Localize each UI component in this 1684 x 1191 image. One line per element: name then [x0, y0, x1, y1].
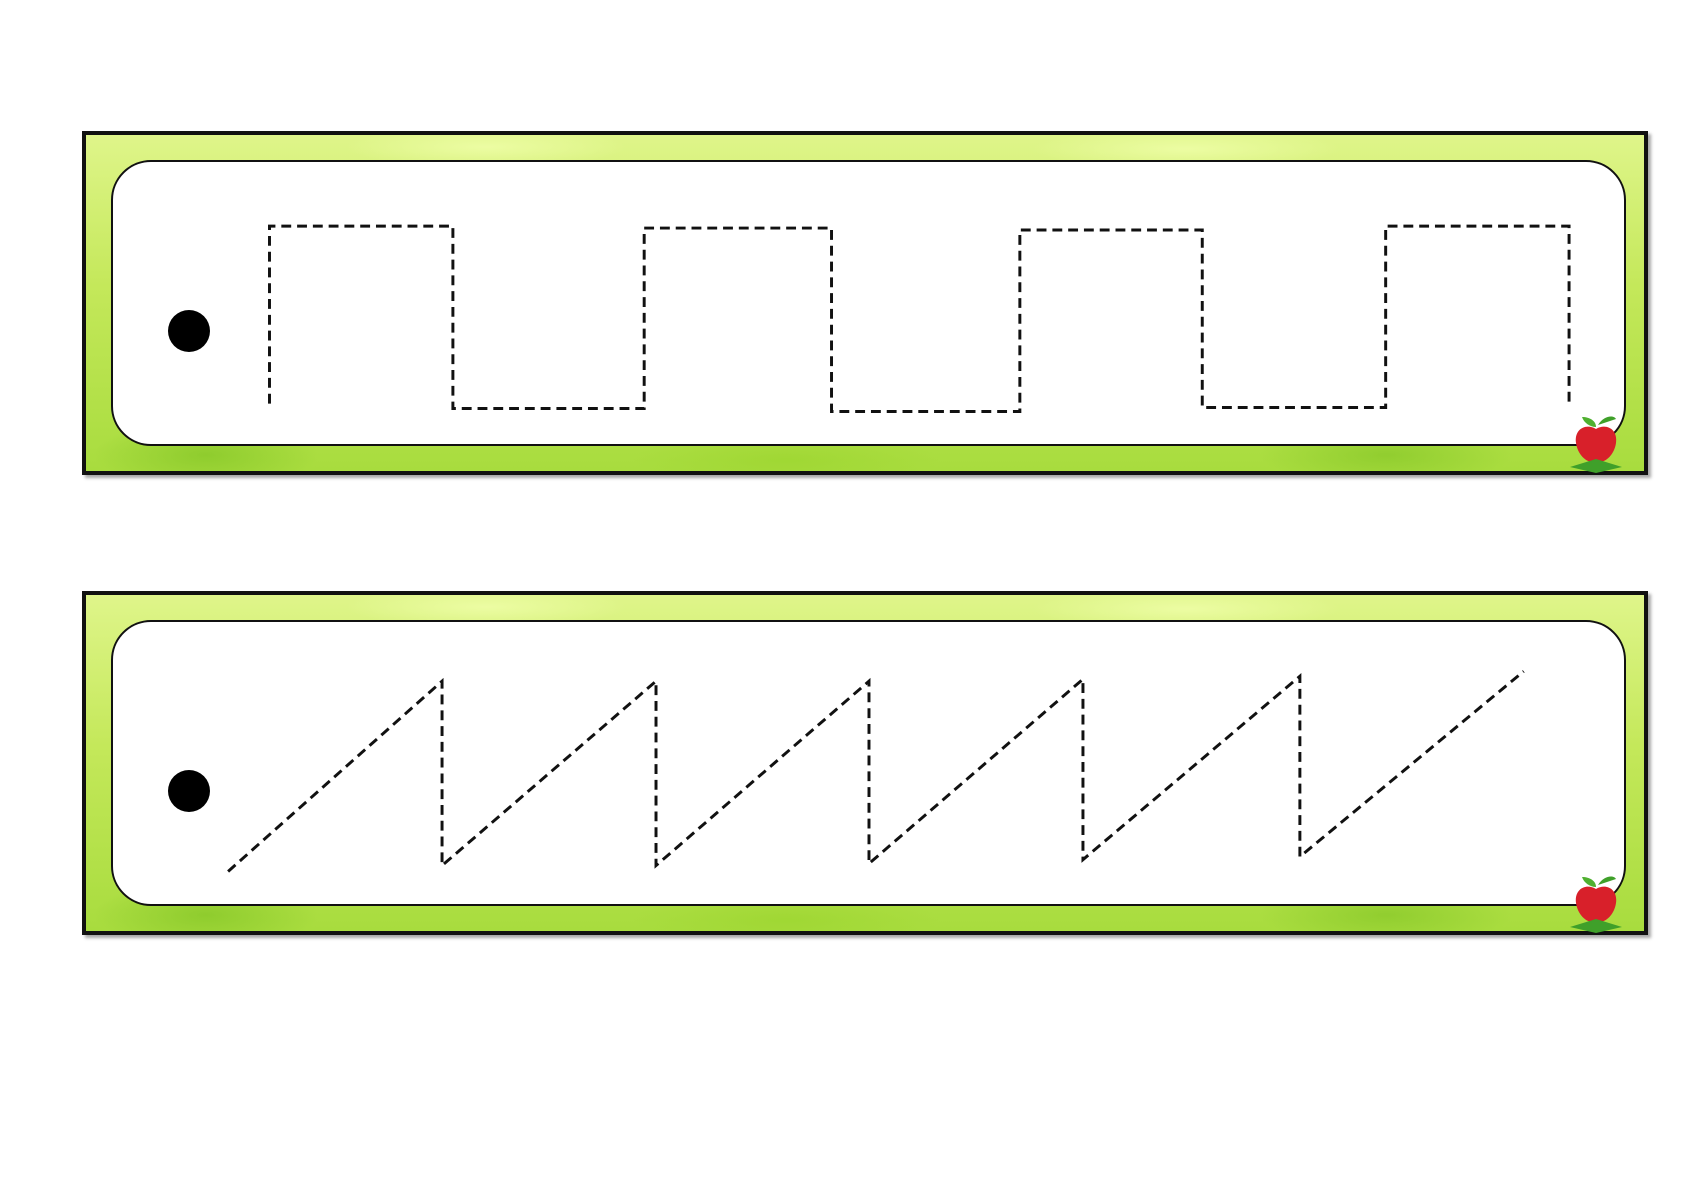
tracing-area	[111, 160, 1626, 446]
tracing-card-zigzag	[82, 591, 1648, 935]
punch-hole	[168, 310, 210, 352]
tracing-card-square-wave	[82, 131, 1648, 475]
apple-book-logo-icon	[1570, 876, 1622, 933]
dashed-square-wave-path	[268, 224, 1571, 413]
tracing-area	[111, 620, 1626, 906]
dashed-zigzag-path	[227, 670, 1525, 873]
apple-book-logo-icon	[1570, 416, 1622, 473]
punch-hole	[168, 770, 210, 812]
